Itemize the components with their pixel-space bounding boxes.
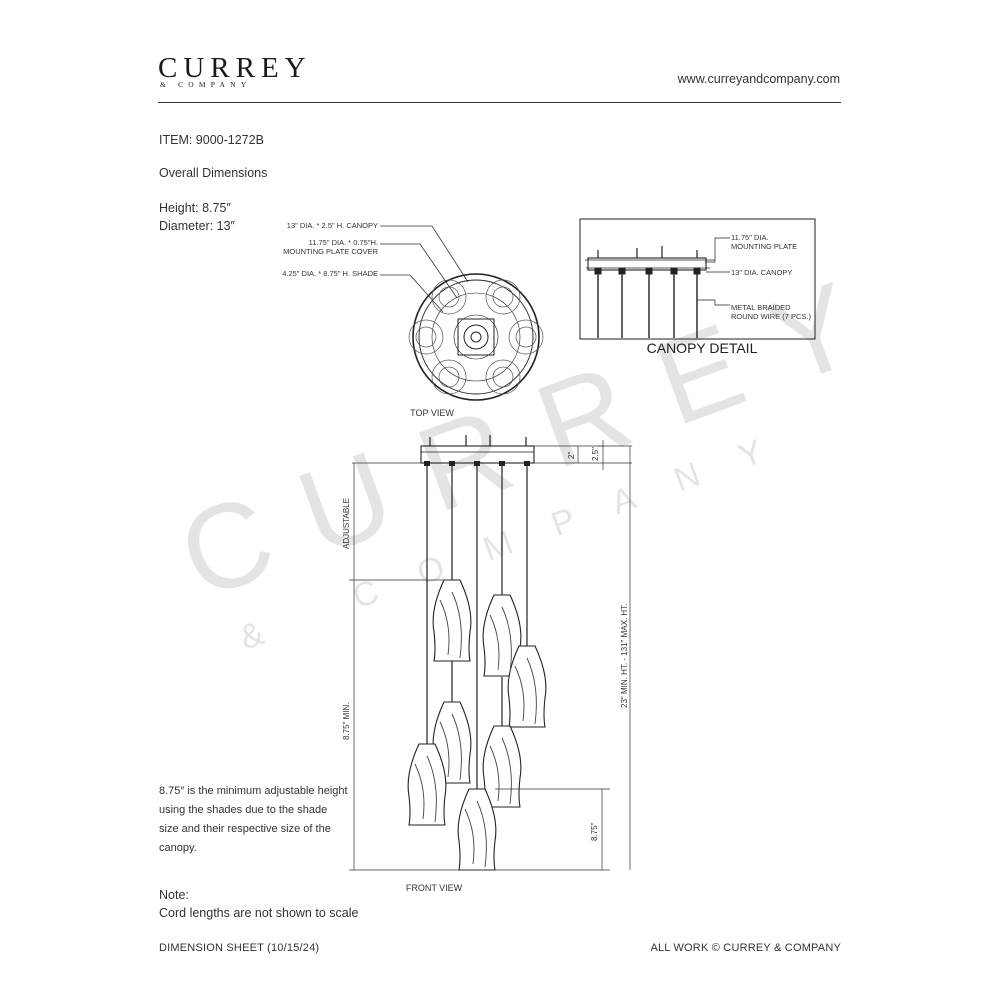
callout-mounting-plate-line2: MOUNTING PLATE COVER [283, 247, 378, 256]
dim-min: 8.75" MIN. [342, 702, 351, 740]
canopy-label-wire-line2: ROUND WIRE (7 PCS.) [731, 312, 812, 321]
brand-logo-subtitle: & COMPANY [160, 80, 252, 89]
top-view-caption: TOP VIEW [410, 408, 454, 418]
diameter-value: Diameter: 13″ [159, 219, 235, 233]
minimum-height-note: 8.75″ is the minimum adjustable height u… [159, 785, 348, 854]
dim-bottom: 8.75" [590, 822, 599, 841]
canopy-label-canopy: 13" DIA. CANOPY [731, 268, 792, 277]
dim-adjustable: ADJUSTABLE [342, 498, 351, 549]
top-view-callouts [380, 225, 469, 313]
watermark-logo: CURREY & COMPANY [163, 243, 911, 657]
header-divider [158, 102, 841, 103]
callout-mounting-plate-line1: 11.75" DIA. * 0.75"H. [309, 238, 378, 247]
canopy-label-plate-line1: 11.75" DIA. [731, 233, 769, 242]
item-number: ITEM: 9000-1272B [159, 133, 264, 147]
canopy-label-wire-line1: METAL BRAIDED [731, 303, 791, 312]
note-text: Cord lengths are not shown to scale [159, 906, 359, 920]
footer-dimension-sheet: DIMENSION SHEET (10/15/24) [159, 942, 320, 954]
front-view-drawing [349, 435, 632, 871]
top-view-drawing [408, 273, 544, 401]
footer-copyright: ALL WORK © CURREY & COMPANY [650, 942, 841, 954]
front-view-caption: FRONT VIEW [406, 883, 463, 893]
canopy-detail-title: CANOPY DETAIL [647, 340, 758, 356]
note-title: Note: [159, 888, 189, 902]
canopy-label-plate-line2: MOUNTING PLATE [731, 242, 797, 251]
callout-canopy: 13" DIA. * 2.5" H. CANOPY [287, 221, 378, 230]
overall-dimensions-heading: Overall Dimensions [159, 166, 268, 180]
website-link[interactable]: www.curreyandcompany.com [677, 72, 840, 86]
dim-canopy-inner: 2" [567, 452, 576, 459]
canopy-detail-drawing [579, 218, 816, 340]
brand-logo: CURREY [158, 52, 312, 84]
dim-overall-height: 23" MIN. HT. - 131" MAX. HT. [620, 604, 629, 708]
height-value: Height: 8.75″ [159, 201, 231, 215]
callout-shade: 4.25" DIA. * 8.75" H. SHADE [282, 269, 378, 278]
dim-canopy-outer: 2.5" [591, 447, 600, 461]
